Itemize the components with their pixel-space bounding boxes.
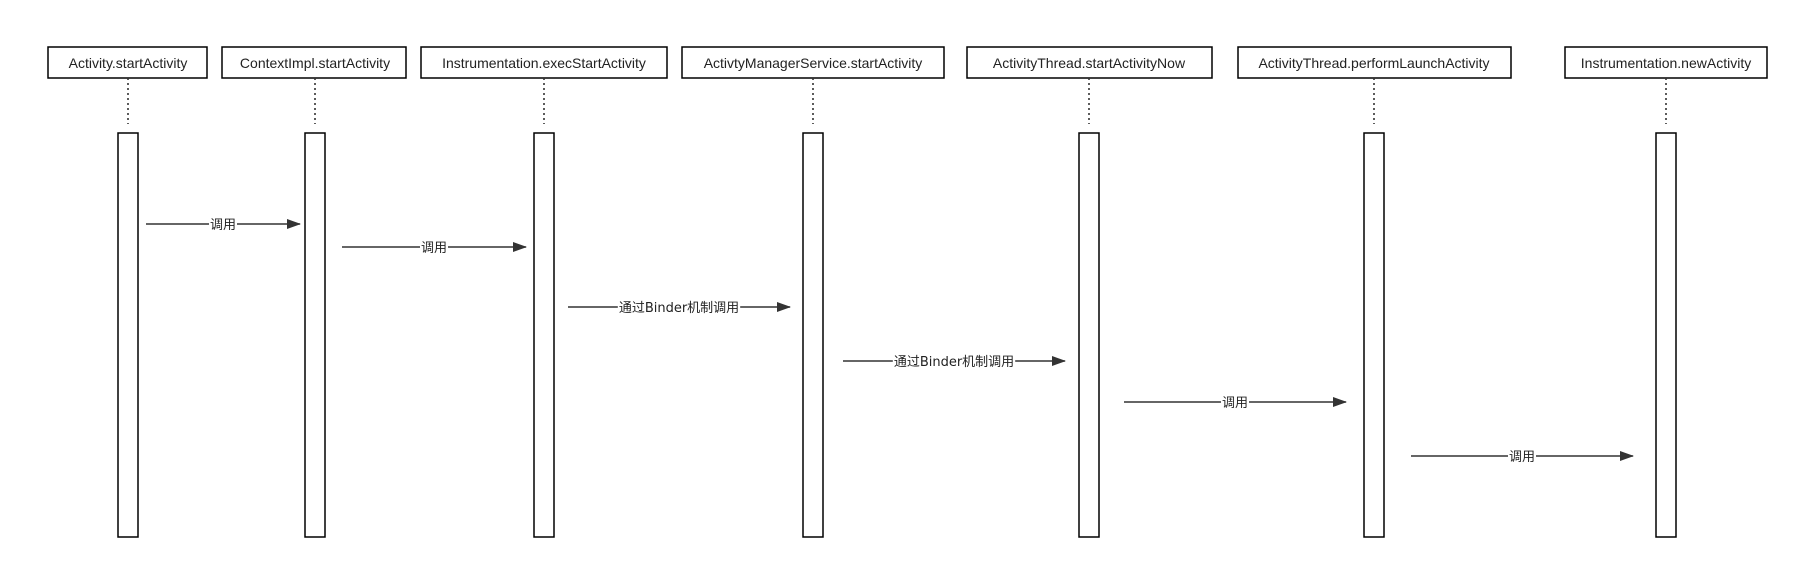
participant-label: Instrumentation.execStartActivity [442,55,646,71]
activation-bar [1655,132,1677,538]
participant-p4: ActivtyManagerService.startActivity [681,46,945,538]
activation-bar [117,132,139,538]
participant-label: ContextImpl.startActivity [240,55,390,71]
message-6: 调用 [1411,450,1634,465]
activation-bar [802,132,824,538]
participant-p2: ContextImpl.startActivity [221,46,407,538]
participant-p3: Instrumentation.execStartActivity [420,46,668,538]
activation-bar [533,132,555,538]
participant-box [1237,46,1512,79]
activation-bar [1078,132,1100,538]
message-label: 通过Binder机制调用 [619,301,739,316]
activation-bar [304,132,326,538]
participant-p6: ActivityThread.performLaunchActivity [1237,46,1512,538]
message-label-bg [419,241,449,256]
message-label-bg [1220,396,1250,411]
participant-p5: ActivityThread.startActivityNow [966,46,1213,538]
message-3: 通过Binder机制调用 [568,301,791,316]
participant-box [47,46,208,79]
message-label: 调用 [210,218,236,233]
participant-label: ActivityThread.performLaunchActivity [1258,55,1489,71]
message-1: 调用 [146,218,301,233]
participant-box [681,46,945,79]
message-5: 调用 [1124,396,1347,411]
message-label-bg [208,218,238,233]
message-label: 调用 [421,241,447,256]
participant-box [221,46,407,79]
message-label-bg [892,355,1016,370]
message-label: 通过Binder机制调用 [894,355,1014,370]
participant-label: ActivtyManagerService.startActivity [704,55,923,71]
message-label-bg [1507,450,1537,465]
participant-label: ActivityThread.startActivityNow [993,55,1186,71]
message-label: 调用 [1222,396,1248,411]
participant-p7: Instrumentation.newActivity [1564,46,1768,538]
message-label: 调用 [1509,450,1535,465]
participant-label: Instrumentation.newActivity [1581,55,1751,71]
message-label-bg [617,301,741,316]
message-2: 调用 [342,241,527,256]
participant-p1: Activity.startActivity [47,46,208,538]
activation-bar [1363,132,1385,538]
message-4: 通过Binder机制调用 [843,355,1066,370]
participant-label: Activity.startActivity [69,55,188,71]
